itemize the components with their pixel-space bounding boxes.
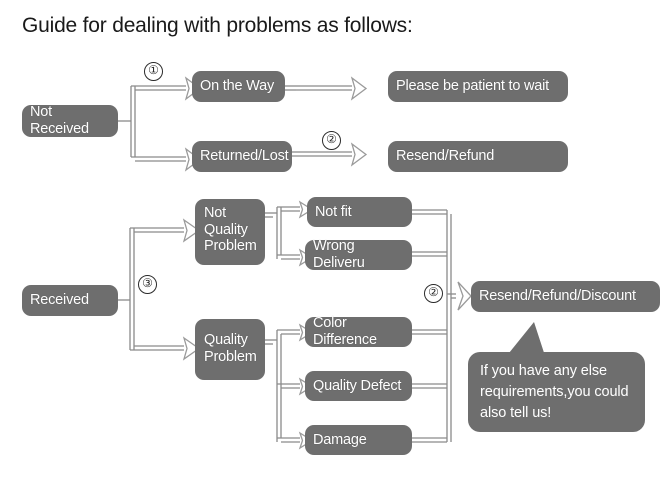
- callout-line-3: also tell us!: [480, 405, 552, 422]
- node-received[interactable]: Received: [22, 285, 118, 316]
- node-not-fit-label: Not fit: [315, 203, 352, 220]
- node-not-quality-problem-line-2: Quality: [204, 221, 248, 238]
- step-marker-3: ③: [138, 275, 157, 294]
- node-on-the-way[interactable]: On the Way: [192, 71, 285, 102]
- node-wrong-delivery[interactable]: Wrong Deliveru: [305, 238, 412, 271]
- node-returned-lost[interactable]: Returned/Lost: [192, 141, 292, 172]
- node-on-the-way-label: On the Way: [200, 78, 275, 95]
- node-resend-refund-discount-label: Resend/Refund/Discount: [479, 288, 636, 305]
- arrowhead-final-outcome: [457, 281, 472, 311]
- node-returned-lost-label: Returned/Lost: [200, 148, 289, 165]
- node-please-be-patient-label: Please be patient to wait: [396, 78, 549, 95]
- node-not-received[interactable]: Not Received: [22, 104, 118, 137]
- arrowhead-please-wait: [350, 76, 368, 101]
- step-marker-2-bottom: ②: [424, 284, 443, 303]
- node-not-quality-problem[interactable]: Not Quality Problem: [195, 199, 265, 265]
- page-title: Guide for dealing with problems as follo…: [22, 14, 413, 37]
- node-not-quality-problem-line-3: Problem: [204, 238, 257, 255]
- arrowhead-resend-refund: [350, 142, 368, 167]
- callout-line-2: requirements,you could: [480, 384, 629, 401]
- node-quality-problem[interactable]: Quality Problem: [195, 319, 265, 380]
- node-wrong-delivery-label: Wrong Deliveru: [313, 238, 365, 271]
- node-not-quality-problem-line-1: Not: [204, 205, 226, 221]
- callout-bubble: If you have any else requirements,you co…: [468, 352, 645, 432]
- node-color-difference-label: Color Difference: [313, 315, 377, 348]
- node-not-received-label: Not Received: [30, 104, 89, 137]
- node-received-label: Received: [30, 292, 89, 309]
- node-damage[interactable]: Damage: [305, 425, 412, 455]
- node-color-difference[interactable]: Color Difference: [305, 315, 412, 348]
- node-resend-refund-label: Resend/Refund: [396, 148, 495, 165]
- node-damage-label: Damage: [313, 431, 367, 448]
- step-marker-1: ①: [144, 62, 163, 81]
- node-resend-refund-discount[interactable]: Resend/Refund/Discount: [471, 281, 660, 312]
- callout-line-1: If you have any else: [480, 363, 607, 379]
- node-quality-defect[interactable]: Quality Defect: [305, 371, 412, 401]
- node-not-fit[interactable]: Not fit: [307, 197, 412, 227]
- node-please-be-patient[interactable]: Please be patient to wait: [388, 71, 568, 102]
- node-quality-problem-line-2: Problem: [204, 348, 257, 365]
- step-marker-2-top: ②: [322, 131, 341, 150]
- node-resend-refund[interactable]: Resend/Refund: [388, 141, 568, 172]
- node-quality-defect-label: Quality Defect: [313, 377, 402, 394]
- node-quality-problem-line-1: Quality: [204, 332, 248, 348]
